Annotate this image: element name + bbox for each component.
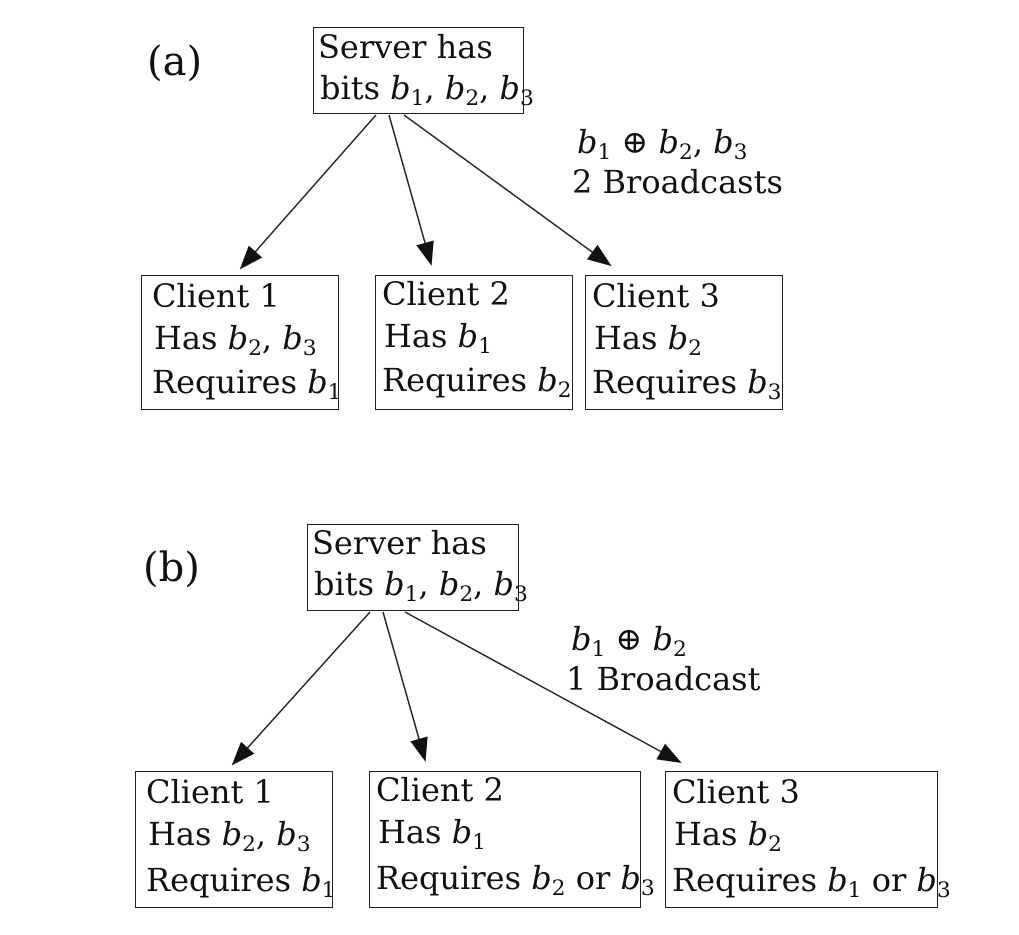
- client-b-1-requires: Requires b1: [146, 861, 336, 904]
- client-a-1-title: Client 1: [152, 277, 280, 315]
- client-a-2-has: Has b1: [384, 317, 492, 360]
- client-a-2-requires: Requires b2: [382, 361, 572, 404]
- panel-b-label: (b): [143, 545, 200, 591]
- server-b-line1: Server has: [312, 524, 487, 562]
- client-a-3-title: Client 3: [592, 277, 720, 315]
- server-a-line2: bits b1, b2, b3: [320, 69, 534, 112]
- server-box-a: Server has bits b1, b2, b3: [313, 27, 534, 114]
- client-b-1-title: Client 1: [146, 773, 274, 811]
- arrow-b-to-client-3: [404, 611, 682, 763]
- panel-a-label: (a): [147, 39, 203, 85]
- client-b-3-title: Client 3: [672, 773, 800, 811]
- client-b-2-title: Client 2: [376, 771, 504, 809]
- client-a-3-box: Client 3 Has b2 Requires b3: [585, 275, 783, 410]
- client-a-2-box: Client 2 Has b1 Requires b2: [375, 275, 573, 410]
- client-a-3-requires: Requires b3: [592, 363, 782, 406]
- arrow-a-to-client-3: [403, 114, 612, 267]
- client-a-1-box: Client 1 Has b2, b3 Requires b1: [141, 275, 342, 410]
- arrow-a-to-client-1: [239, 114, 377, 270]
- broadcast-b-count: 1 Broadcast: [566, 660, 761, 698]
- client-b-2-requires: Requires b2 or b3: [376, 859, 655, 902]
- client-b-3-box: Client 3 Has b2 Requires b1 or b3: [665, 771, 951, 908]
- client-b-3-has: Has b2: [674, 815, 782, 858]
- client-b-2-has: Has b1: [378, 813, 486, 856]
- client-b-3-requires: Requires b1 or b3: [672, 861, 951, 904]
- arrow-b-to-client-1: [231, 611, 371, 766]
- client-b-1-has: Has b2, b3: [148, 815, 311, 858]
- client-a-3-has: Has b2: [594, 319, 702, 362]
- server-b-line2: bits b1, b2, b3: [314, 565, 528, 608]
- arrow-b-to-client-2: [382, 611, 428, 762]
- client-a-1-requires: Requires b1: [152, 363, 342, 406]
- server-a-line1: Server has: [318, 28, 493, 66]
- client-b-2-box: Client 2 Has b1 Requires b2 or b3: [369, 771, 655, 908]
- broadcast-a-count: 2 Broadcasts: [572, 163, 783, 201]
- client-a-1-has: Has b2, b3: [154, 319, 317, 362]
- arrow-a-to-client-2: [388, 114, 434, 266]
- client-b-1-box: Client 1 Has b2, b3 Requires b1: [135, 771, 336, 908]
- client-a-2-title: Client 2: [382, 275, 510, 313]
- server-box-b: Server has bits b1, b2, b3: [307, 524, 528, 611]
- broadcast-b-symbols: b1 ⊕ b2: [571, 620, 687, 663]
- broadcast-a-symbols: b1 ⊕ b2, b3: [577, 123, 748, 166]
